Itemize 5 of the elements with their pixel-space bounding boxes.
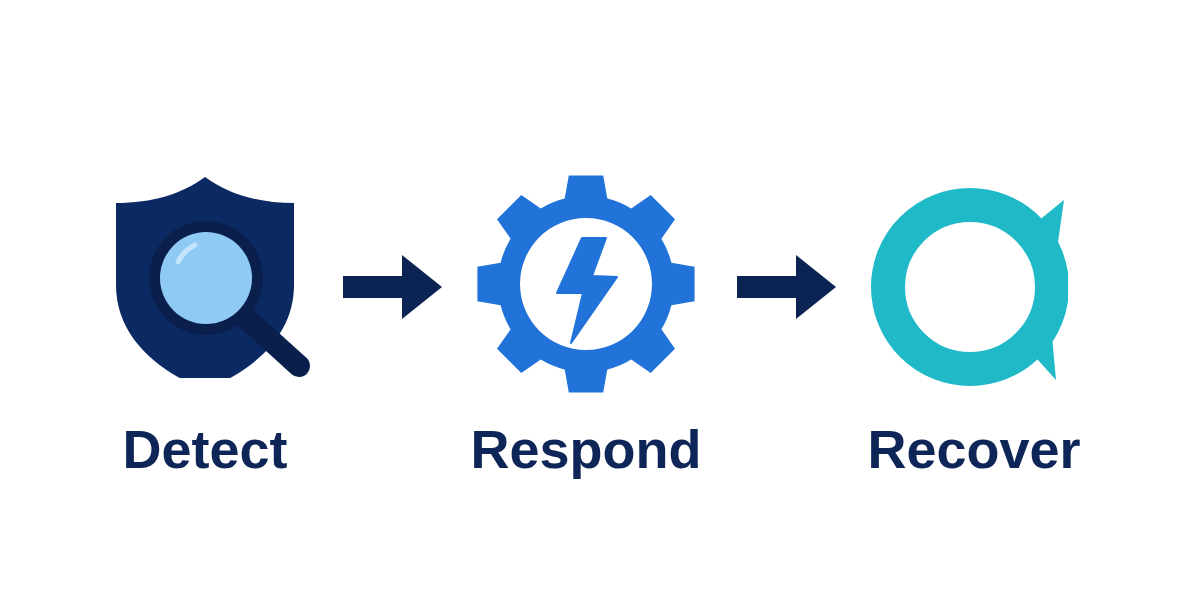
step-label: Recover (867, 418, 1081, 481)
arrow (343, 255, 442, 319)
step-label: Detect (122, 418, 288, 481)
step-label: Respond (470, 418, 702, 481)
arrow (737, 255, 836, 319)
